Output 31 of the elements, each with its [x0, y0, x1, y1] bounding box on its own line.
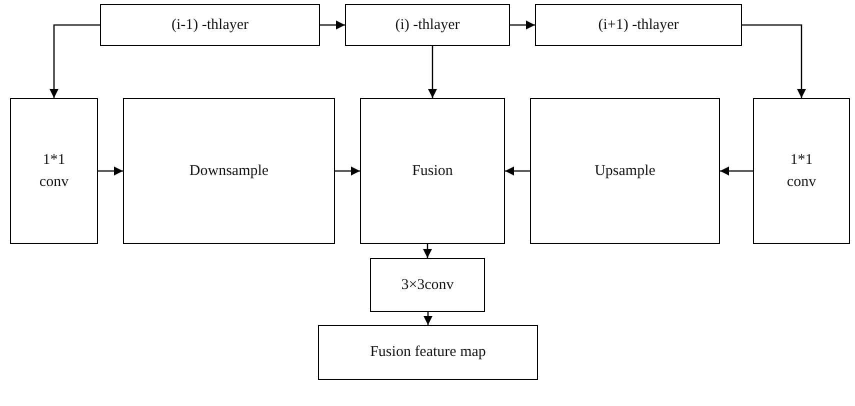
box-label: 1*1 conv	[38, 150, 70, 192]
process-box	[753, 98, 850, 244]
box-label: Upsample	[594, 162, 656, 181]
box-label: 1*1 conv	[786, 150, 818, 192]
arrow	[335, 166, 360, 176]
arrow	[428, 46, 437, 98]
box-label: Downsample	[189, 162, 269, 181]
process-box	[360, 98, 505, 244]
arrow	[98, 166, 123, 176]
box-label: 3×3conv	[401, 276, 454, 295]
arrow	[720, 166, 753, 176]
process-box	[370, 258, 485, 312]
box-label: Fusion	[412, 162, 453, 181]
arrow	[742, 24, 806, 98]
box-label: (i) -thlayer	[395, 16, 460, 35]
arrow	[320, 20, 345, 30]
process-box	[530, 98, 720, 244]
arrow	[424, 312, 432, 325]
process-box	[318, 325, 538, 380]
arrow	[510, 20, 535, 30]
box-label: Fusion feature map	[370, 343, 486, 362]
arrow	[505, 166, 530, 176]
process-box	[345, 4, 510, 46]
process-box	[10, 98, 98, 244]
process-box	[123, 98, 335, 244]
box-label: (i-1) -thlayer	[171, 16, 249, 35]
process-box	[100, 4, 320, 46]
arrow	[50, 24, 100, 98]
arrow	[423, 244, 432, 258]
box-label: (i+1) -thlayer	[598, 16, 679, 35]
process-box	[535, 4, 742, 46]
